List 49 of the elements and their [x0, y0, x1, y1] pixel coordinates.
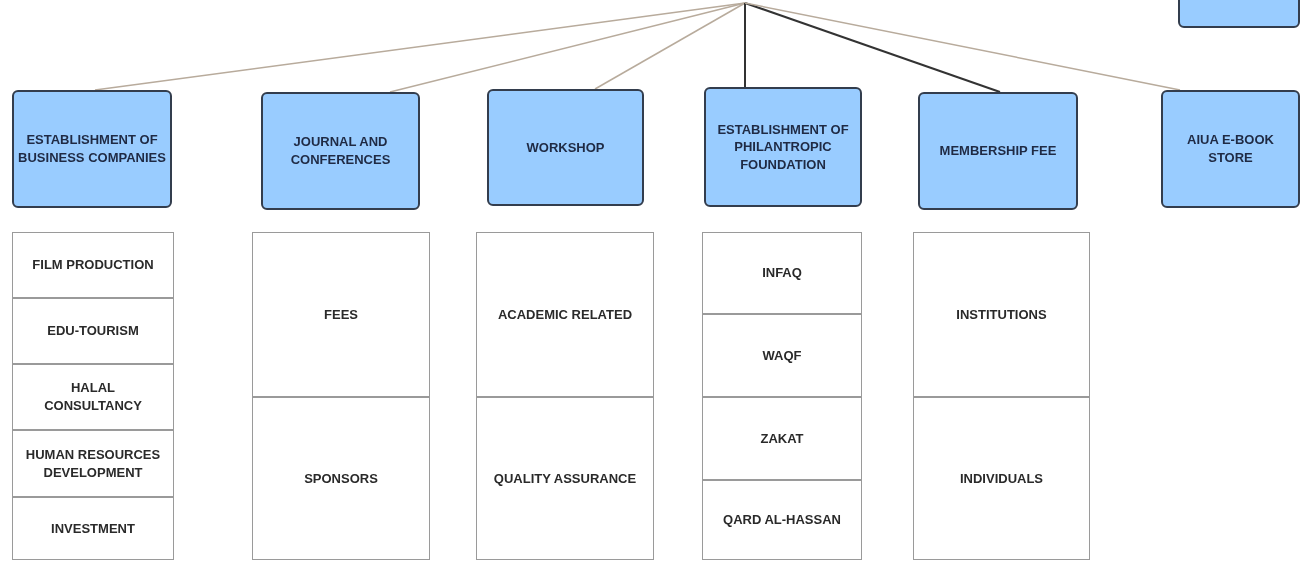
box-label: HALAL CONSULTANCY — [43, 379, 143, 415]
box-label: QUALITY ASSURANCE — [493, 469, 637, 488]
table-cell — [702, 397, 862, 480]
table-cell — [913, 232, 1090, 397]
box-label: INSTITUTIONS — [956, 305, 1047, 324]
table-cell — [12, 232, 174, 298]
box-label: AIUA E-BOOK STORE — [1186, 131, 1275, 167]
box-label: ZAKAT — [760, 429, 804, 448]
table-cell — [476, 232, 654, 397]
box-label: SPONSORS — [304, 469, 378, 488]
connector-line — [744, 2, 746, 88]
table-cell — [702, 232, 862, 314]
table-cell — [12, 298, 174, 364]
category-box — [261, 92, 420, 210]
box-label: WAQF — [762, 346, 802, 365]
box-label: ACADEMIC RELATED — [497, 305, 633, 324]
box-label: INDIVIDUALS — [959, 469, 1044, 488]
box-label: INFAQ — [762, 264, 802, 282]
box-label: FILM PRODUCTION — [32, 256, 154, 274]
box-label: INVESTMENT — [51, 519, 135, 538]
box-label: ESTABLISHMENT OF PHILANTROPIC FOUNDATION — [716, 120, 850, 174]
connector-line — [744, 2, 1181, 91]
connector-line — [594, 2, 746, 90]
category-box — [1178, 0, 1300, 28]
category-box — [704, 87, 862, 207]
category-box — [1161, 90, 1300, 208]
box-label: EDU-TOURISM — [47, 322, 139, 340]
box-label: FEES — [324, 305, 358, 324]
table-cell — [12, 430, 174, 497]
connector-line — [94, 2, 746, 91]
box-label: JOURNAL AND CONFERENCES — [289, 133, 392, 169]
category-box — [12, 90, 172, 208]
category-box — [487, 89, 644, 206]
connector-line — [744, 2, 1001, 93]
category-box — [918, 92, 1078, 210]
table-cell — [252, 397, 430, 560]
box-label: MEMBERSHIP FEE — [939, 142, 1057, 160]
table-cell — [12, 364, 174, 430]
table-cell — [476, 397, 654, 560]
connector-line — [389, 2, 746, 93]
table-cell — [702, 480, 862, 560]
table-cell — [12, 497, 174, 560]
box-label: WORKSHOP — [526, 138, 605, 157]
table-cell — [702, 314, 862, 397]
table-cell — [252, 232, 430, 397]
box-label: QARD AL-HASSAN — [723, 511, 841, 529]
box-label: HUMAN RESOURCES DEVELOPMENT — [24, 445, 162, 482]
box-label: ESTABLISHMENT OF BUSINESS COMPANIES — [18, 131, 166, 167]
table-cell — [913, 397, 1090, 560]
